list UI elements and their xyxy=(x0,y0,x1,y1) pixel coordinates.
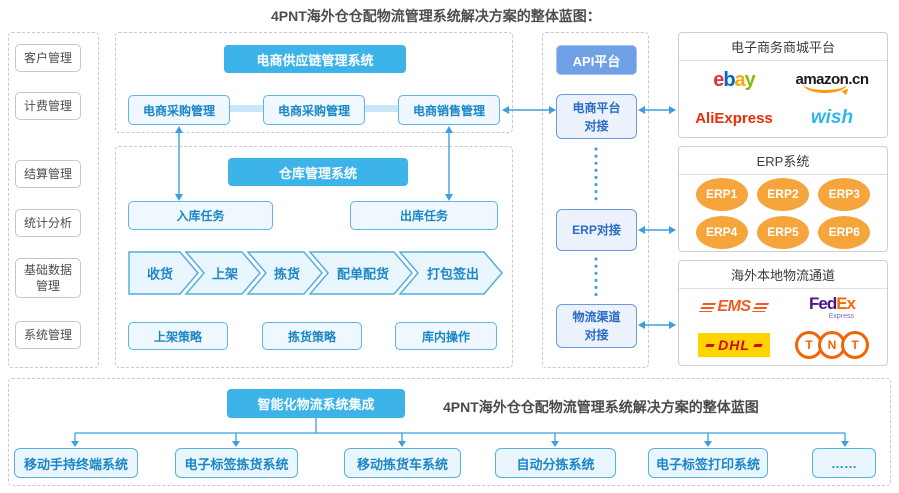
warehouse-panel xyxy=(115,146,513,368)
bottom-system-pickcart: 移动拣货车系统 xyxy=(344,448,461,478)
mall-logo-grid: ebay amazon.cn AliExpress wish xyxy=(679,61,887,137)
chevron-shape xyxy=(184,251,261,295)
bottom-panel xyxy=(8,378,891,486)
sidebar-item-customer: 客户管理 xyxy=(15,44,81,72)
purchase-box-2: 电商采购管理 xyxy=(263,95,365,125)
strategy-box-shelving: 上架策略 xyxy=(128,322,228,350)
erp-item: ERP6 xyxy=(818,215,871,249)
amazon-smile-icon xyxy=(803,82,848,94)
supply-chain-panel xyxy=(115,32,513,133)
fedex-logo: FedEx Express xyxy=(808,293,856,320)
erp-item: ERP5 xyxy=(756,215,809,249)
erp-grid: ERP1 ERP2 ERP3 ERP4 ERP5 ERP6 xyxy=(679,175,887,251)
erp-panel-title: ERP系统 xyxy=(679,147,887,175)
erp-item: ERP3 xyxy=(818,177,871,211)
chevron-label-pick: 拣货 xyxy=(274,267,300,282)
bottom-system-handheld: 移动手持终端系统 xyxy=(14,448,138,478)
logistics-logo-grid: EMS FedEx Express DHL T N T xyxy=(679,289,887,365)
sidebar-item-settle: 结算管理 xyxy=(15,160,81,188)
dhl-logo: DHL xyxy=(698,333,770,358)
bottom-caption: 4PNT海外仓仓配物流管理系统解决方案的整体蓝图 xyxy=(443,399,759,415)
logistics-panel-title: 海外本地物流通道 xyxy=(679,261,887,289)
sidebar-item-basedata: 基础数据 管理 xyxy=(15,258,81,298)
erp-item: ERP4 xyxy=(695,215,748,249)
chevron-label-shelve: 上架 xyxy=(212,267,238,282)
ems-stripes-icon xyxy=(751,302,769,312)
tnt-logo: T N T xyxy=(795,331,869,360)
api-platform-header: API平台 xyxy=(556,45,637,75)
bottom-system-labelpick: 电子标签拣货系统 xyxy=(175,448,298,478)
warehouse-flow-chevrons: 收货 上架 拣货 配单配货 打包签出 xyxy=(128,251,503,295)
wish-logo: wish xyxy=(810,107,854,129)
warehouse-header: 仓库管理系统 xyxy=(228,158,408,186)
erp-panel: ERP系统 ERP1 ERP2 ERP3 ERP4 ERP5 ERP6 xyxy=(678,146,888,252)
aliexpress-logo: AliExpress xyxy=(695,109,773,127)
chevron-shape xyxy=(128,251,199,295)
strategy-box-inwarehouse: 库内操作 xyxy=(395,322,497,350)
mall-panel-title: 电子商务商城平台 xyxy=(679,33,887,61)
bottom-system-labelprint: 电子标签打印系统 xyxy=(648,448,768,478)
bottom-system-sorting: 自动分拣系统 xyxy=(495,448,616,478)
chevron-shape xyxy=(308,251,413,295)
purchase-box-1: 电商采购管理 xyxy=(128,95,230,125)
sidebar-item-billing: 计费管理 xyxy=(15,92,81,120)
sales-box: 电商销售管理 xyxy=(398,95,500,125)
supply-chain-header: 电商供应链管理系统 xyxy=(224,45,406,73)
ems-stripes-icon xyxy=(699,302,717,312)
chevron-shape xyxy=(246,251,323,295)
dhl-dash-icon xyxy=(753,343,763,347)
inbound-task-box: 入库任务 xyxy=(128,201,273,230)
dhl-dash-icon xyxy=(705,343,715,347)
sidebar-item-system: 系统管理 xyxy=(15,321,81,349)
api-node-logistics: 物流渠道 对接 xyxy=(556,304,637,348)
amazon-logo: amazon.cn xyxy=(795,71,869,94)
sidebar-panel xyxy=(8,32,99,368)
outbound-task-box: 出库任务 xyxy=(350,201,498,230)
erp-item: ERP1 xyxy=(695,177,748,211)
ems-logo: EMS xyxy=(699,298,769,316)
bottom-header: 智能化物流系统集成 xyxy=(227,389,405,418)
api-node-erp: ERP对接 xyxy=(556,209,637,251)
chevron-label-pack: 打包签出 xyxy=(427,267,479,282)
bottom-system-more: …… xyxy=(812,448,876,478)
chevron-label-match: 配单配货 xyxy=(337,267,389,282)
page-title: 4PNT海外仓仓配物流管理系统解决方案的整体蓝图： xyxy=(271,8,601,24)
ebay-logo: ebay xyxy=(713,68,756,91)
mall-panel: 电子商务商城平台 ebay amazon.cn AliExpress wish xyxy=(678,32,888,138)
strategy-box-picking: 拣货策略 xyxy=(262,322,362,350)
chevron-label-receive: 收货 xyxy=(147,267,173,282)
logistics-panel: 海外本地物流通道 EMS FedEx Express DHL T N T xyxy=(678,260,888,366)
sidebar-item-stats: 统计分析 xyxy=(15,209,81,237)
api-panel xyxy=(542,32,649,368)
erp-item: ERP2 xyxy=(756,177,809,211)
api-node-ecommerce: 电商平台 对接 xyxy=(556,94,637,139)
chevron-shape xyxy=(398,251,503,295)
